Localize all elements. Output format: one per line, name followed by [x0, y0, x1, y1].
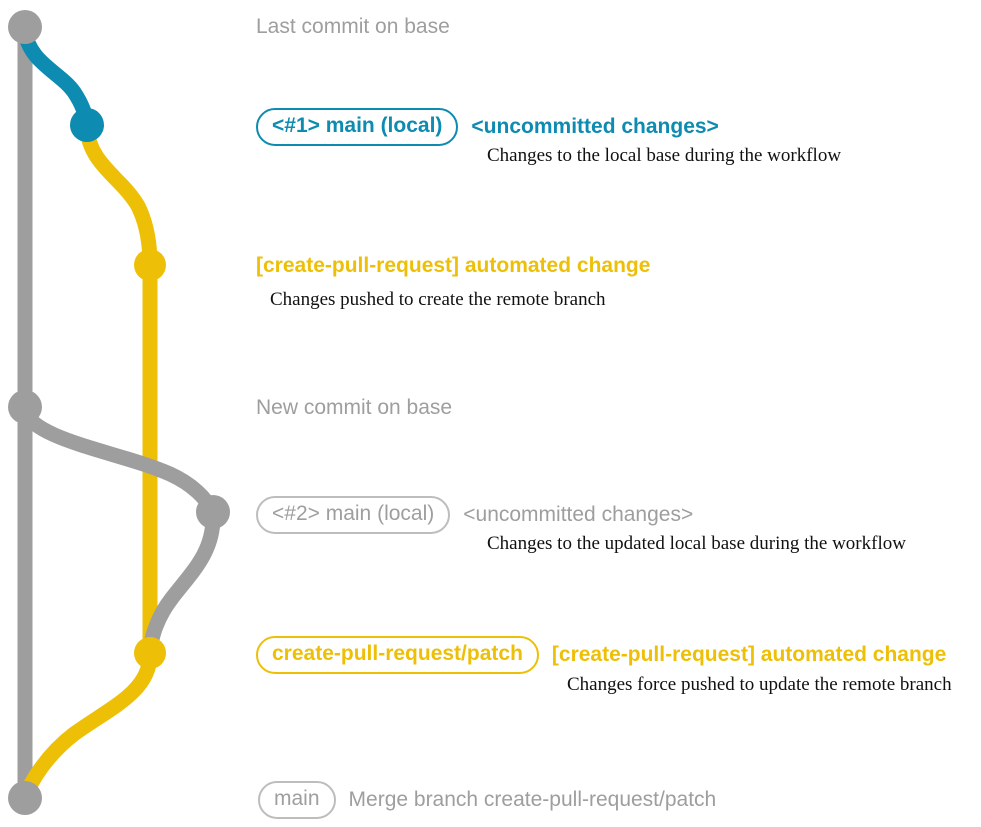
commit-node-remote-1[interactable]	[134, 249, 166, 281]
commit-node-base-head[interactable]	[8, 10, 42, 44]
edge-remote-2-to-merge	[17, 648, 158, 806]
branch-ref-remote-2[interactable]: create-pull-request/patch	[256, 636, 539, 674]
commit-note-local-1: Changes to the local base during the wor…	[487, 145, 842, 166]
commit-subject-local-1: <uncommitted changes>	[471, 115, 719, 139]
commit-node-merge[interactable]	[8, 781, 42, 815]
branch-ref-local-2[interactable]: <#2> main (local)	[256, 496, 451, 534]
commit-node-local-1[interactable]	[70, 108, 104, 142]
edge-local-1-to-remote-1	[79, 120, 158, 273]
commit-row-local-1: <#1> main (local) <uncommitted changes>	[256, 108, 719, 146]
commit-node-remote-2[interactable]	[134, 637, 166, 669]
commit-subject-local-2: <uncommitted changes>	[463, 503, 694, 527]
branch-ref-main[interactable]: main	[258, 781, 336, 819]
commit-node-base-new[interactable]	[8, 390, 42, 424]
commit-row-merge: main Merge branch create-pull-request/pa…	[258, 781, 716, 819]
branch-ref-local-1[interactable]: <#1> main (local)	[256, 108, 459, 146]
commit-row-local-2: <#2> main (local) <uncommitted changes>	[256, 496, 693, 534]
commit-subject-merge: Merge branch create-pull-request/patch	[348, 788, 717, 812]
edge-base-new-to-local-2	[17, 402, 221, 520]
commit-subject-remote-1: [create-pull-request] automated change	[256, 254, 651, 277]
commit-note-local-2: Changes to the updated local base during…	[487, 533, 906, 554]
commit-note-remote-2: Changes force pushed to update the remot…	[567, 674, 952, 695]
commit-node-local-2[interactable]	[196, 495, 230, 529]
commit-note-remote-1: Changes pushed to create the remote bran…	[270, 289, 606, 310]
commit-subject-base-new: New commit on base	[256, 396, 453, 419]
edge-local-2-to-remote-2	[142, 507, 221, 661]
commit-row-remote-2: create-pull-request/patch [create-pull-r…	[256, 636, 946, 674]
commit-subject-base-head: Last commit on base	[256, 15, 450, 38]
commit-subject-remote-2: [create-pull-request] automated change	[551, 643, 947, 667]
